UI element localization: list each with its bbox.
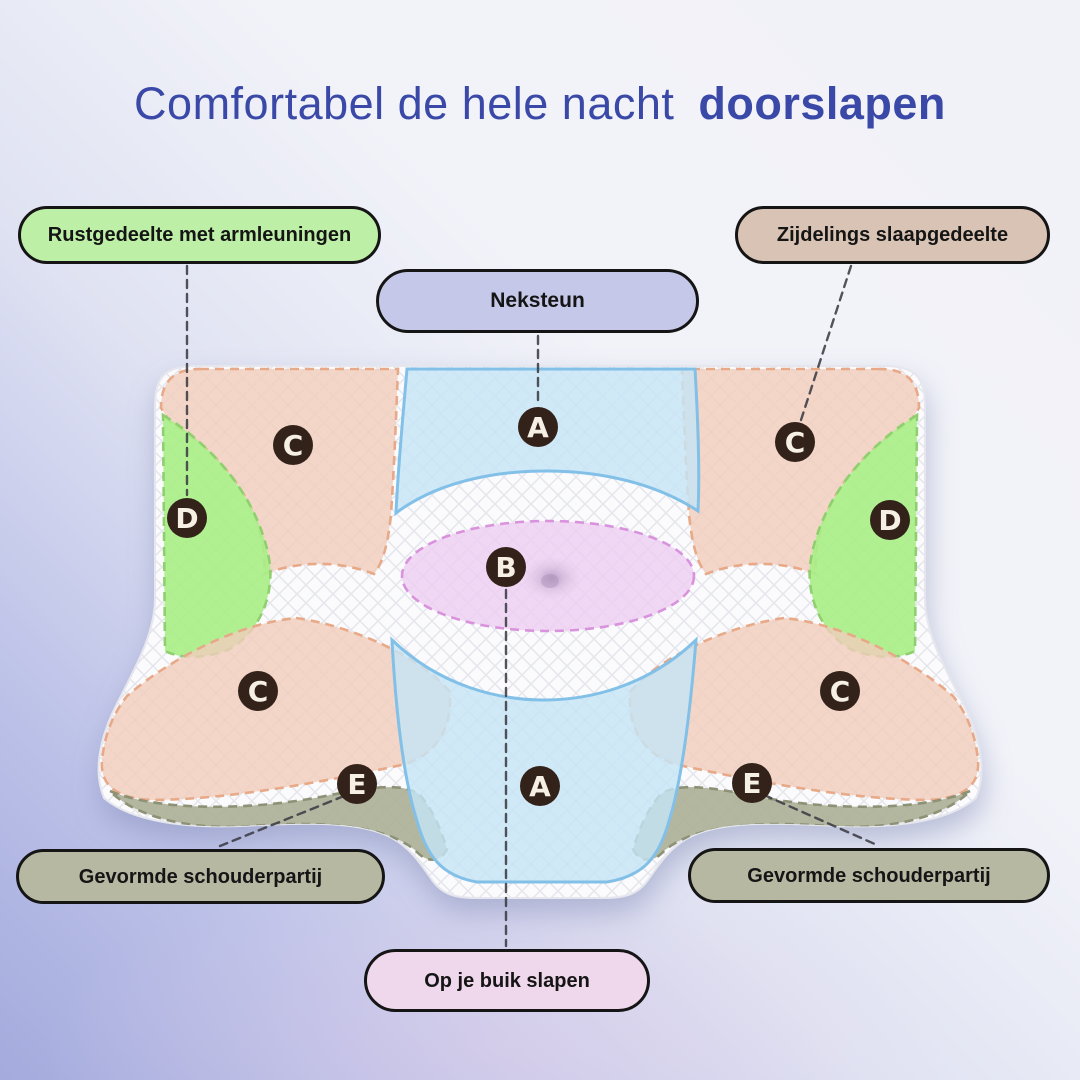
svg-text:B: B	[495, 551, 516, 584]
badge-d-right: D	[870, 500, 910, 540]
connector-shoulder-left-line	[218, 794, 346, 848]
callout-shoulder-right-label: Gevormde schouderpartij	[747, 864, 991, 887]
svg-text:E: E	[347, 768, 366, 801]
callout-shoulder-left-label: Gevormde schouderpartij	[78, 865, 323, 888]
pillow-dimple-core	[541, 574, 559, 588]
title-regular: Comfortabel de hele nacht	[134, 78, 675, 129]
badge-c-upper-left: C	[273, 425, 313, 465]
zone-c-upper-left	[159, 367, 400, 576]
callout-neck-label: Neksteun	[490, 289, 585, 313]
callout-stomach: Op je buik slapen	[364, 949, 650, 1012]
svg-text:C: C	[283, 429, 304, 462]
callout-neck: Neksteun	[376, 269, 699, 333]
badge-b-center: B	[486, 547, 526, 587]
badge-a-bottom: A	[520, 766, 560, 806]
badge-a-top: A	[518, 407, 558, 447]
badge-c-upper-right: C	[775, 422, 815, 462]
badge-c-lower-right: C	[820, 671, 860, 711]
svg-text:D: D	[175, 502, 198, 535]
zone-a-bottom	[390, 636, 698, 884]
badge-d-left: D	[167, 498, 207, 538]
page-title: Comfortabel de hele nacht doorslapen	[0, 78, 1080, 130]
svg-text:C: C	[785, 426, 806, 459]
callout-shoulder-left: Gevormde schouderpartij	[16, 849, 385, 904]
svg-text:D: D	[878, 504, 901, 537]
callout-side-sleep: Zijdelings slaapgedeelte	[735, 206, 1050, 264]
connector-side-line	[799, 264, 853, 422]
callout-armrest: Rustgedeelte met armleuningen	[18, 206, 381, 264]
svg-text:E: E	[742, 767, 761, 800]
callout-side-sleep-label: Zijdelings slaapgedeelte	[776, 224, 1009, 246]
svg-text:C: C	[830, 675, 851, 708]
badge-e-left: E	[337, 764, 377, 804]
svg-text:C: C	[248, 675, 269, 708]
connector-shoulder-right-line	[762, 793, 879, 847]
callout-shoulder-right: Gevormde schouderpartij	[688, 848, 1050, 903]
callout-stomach-label: Op je buik slapen	[424, 969, 590, 992]
badge-c-lower-left: C	[238, 671, 278, 711]
badge-e-right: E	[732, 763, 772, 803]
callout-armrest-label: Rustgedeelte met armleuningen	[47, 224, 352, 246]
title-bold: doorslapen	[698, 78, 946, 129]
svg-text:A: A	[529, 770, 551, 803]
zone-badges: A C C D D B C C	[167, 407, 910, 806]
connectors	[185, 264, 879, 948]
svg-text:A: A	[527, 411, 549, 444]
